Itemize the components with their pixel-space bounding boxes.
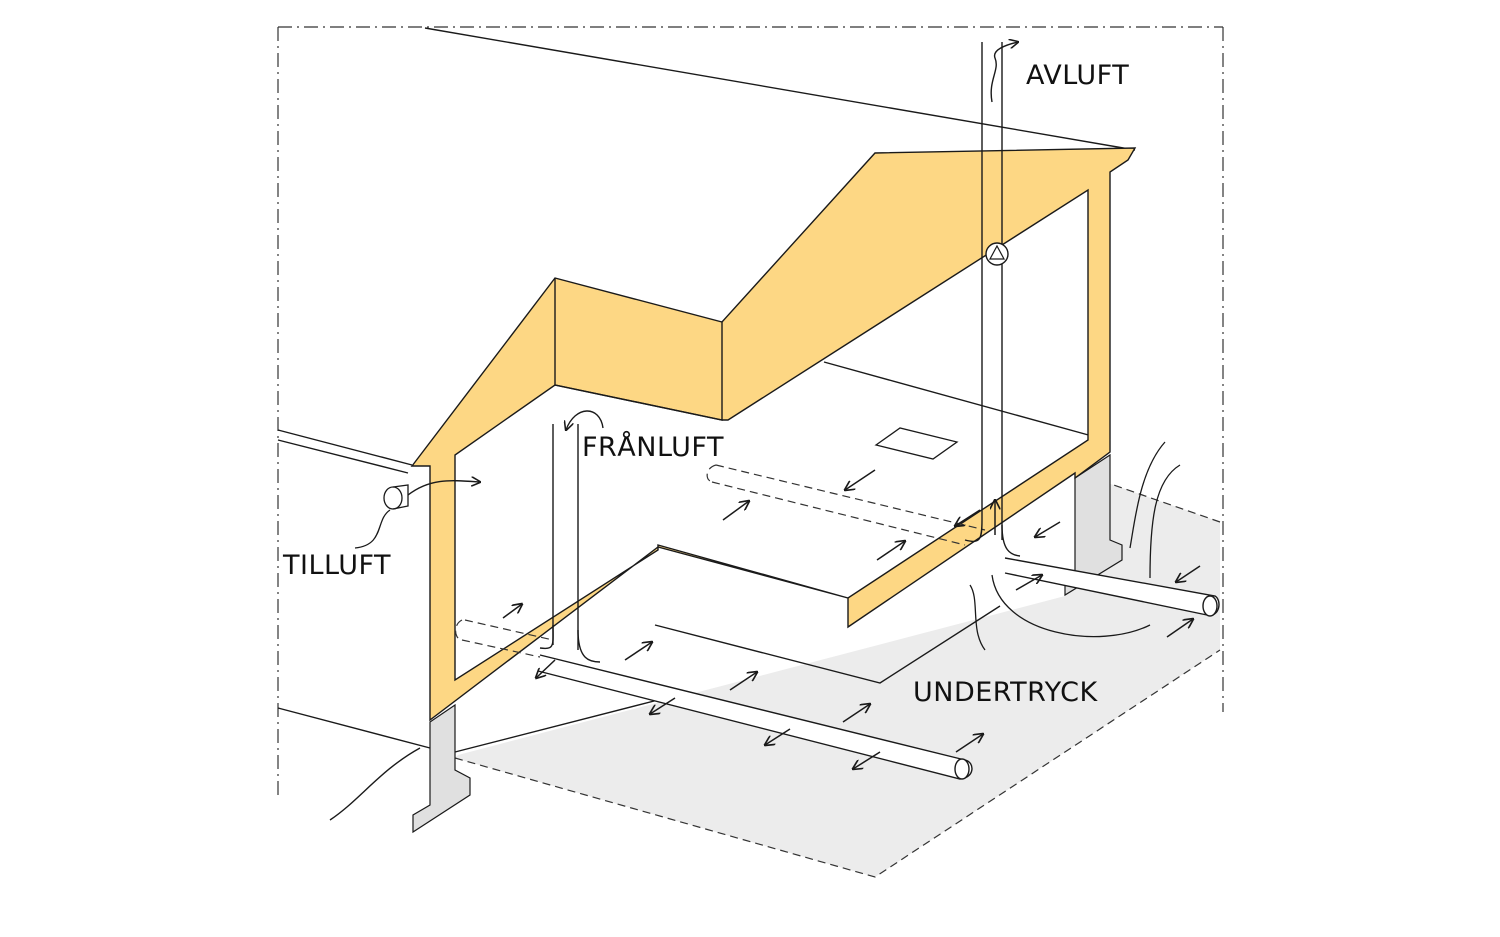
crawlspace-ground: [455, 482, 1220, 877]
frame-outline: [277, 26, 1224, 800]
label-undertryck: UNDERTRYCK: [913, 677, 1098, 708]
ceiling-edge: [554, 278, 723, 421]
tilluft-arrow: [407, 481, 480, 496]
floor-hatch: [874, 427, 959, 460]
avluft-arrow: [990, 42, 1018, 103]
ground-edge-dashed: [454, 481, 1221, 878]
franluft-arrow: [566, 410, 604, 430]
label-avluft: AVLUFT: [1026, 60, 1130, 91]
hidden-pipes: [455, 464, 986, 658]
junction-left: [539, 624, 601, 663]
undertryck-leaders: [969, 441, 1181, 651]
drain-pipes: [537, 557, 1220, 780]
junction-right: [964, 519, 1021, 557]
fan-icon: [985, 242, 1009, 266]
house-outline: [277, 27, 1136, 821]
label-franluft: FRÅNLUFT: [582, 432, 724, 463]
foundation-left: [412, 703, 471, 834]
airflow-arrow-icon: [502, 469, 1201, 769]
exhaust-pipe: [981, 42, 1003, 540]
label-tilluft: TILLUFT: [283, 550, 392, 581]
tilluft-leader: [354, 509, 391, 549]
air-inlet-valve-icon: [383, 484, 409, 510]
franluft-pipe: [552, 424, 579, 650]
